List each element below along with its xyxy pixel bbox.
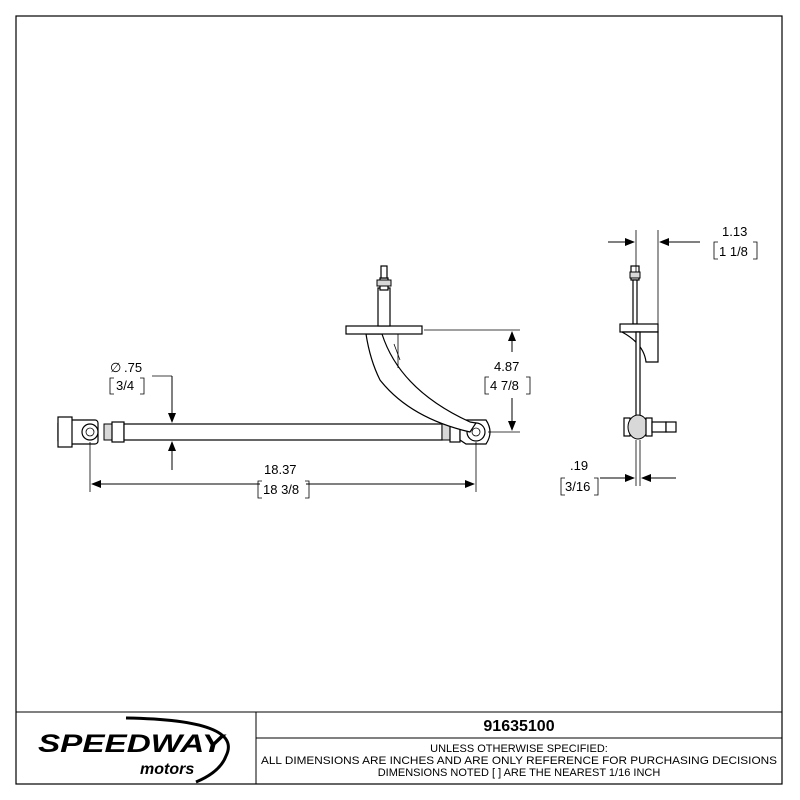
width-decimal: 1.13 [722,224,747,239]
note-line-2: ALL DIMENSIONS ARE INCHES AND ARE ONLY R… [261,755,777,767]
height-fraction: 4 7/8 [490,378,519,393]
diameter-symbol: ∅ [110,360,121,375]
height-dimension: 4.87 4 7/8 [424,329,531,433]
thickness-decimal: .19 [570,458,588,473]
diameter-fraction: 3/4 [116,378,134,393]
thickness-fraction: 3/16 [565,479,590,494]
front-view [57,265,491,448]
tube [123,423,443,441]
height-decimal: 4.87 [494,359,519,374]
length-dimension: 18.37 18 3/8 [89,442,477,499]
mount-plate [345,265,423,335]
logo-top-text: SPEEDWAY [38,730,227,758]
left-rod-end [57,416,125,448]
diameter-decimal: .75 [124,360,142,375]
length-decimal: 18.37 [264,462,297,477]
part-number: 91635100 [483,718,554,735]
logo-bottom-text: motors [140,761,194,778]
length-fraction: 18 3/8 [263,482,299,497]
speedway-logo: SPEEDWAY motors [38,716,230,784]
width-fraction: 1 1/8 [719,244,748,259]
width-dimension: 1.13 1 1/8 [608,224,758,324]
note-line-1: UNLESS OTHERWISE SPECIFIED: [430,743,608,755]
thickness-dimension: .19 3/16 [560,458,676,496]
note-line-3: DIMENSIONS NOTED [ ] ARE THE NEAREST 1/1… [378,767,661,779]
diameter-dimension: ∅ .75 3/4 [109,360,176,470]
curved-bracket [365,333,478,433]
title-block: SPEEDWAY motors 91635100 UNLESS OTHERWIS… [16,711,782,784]
side-view [619,265,677,486]
sheet-border [15,15,783,785]
right-rod-end [441,419,491,445]
